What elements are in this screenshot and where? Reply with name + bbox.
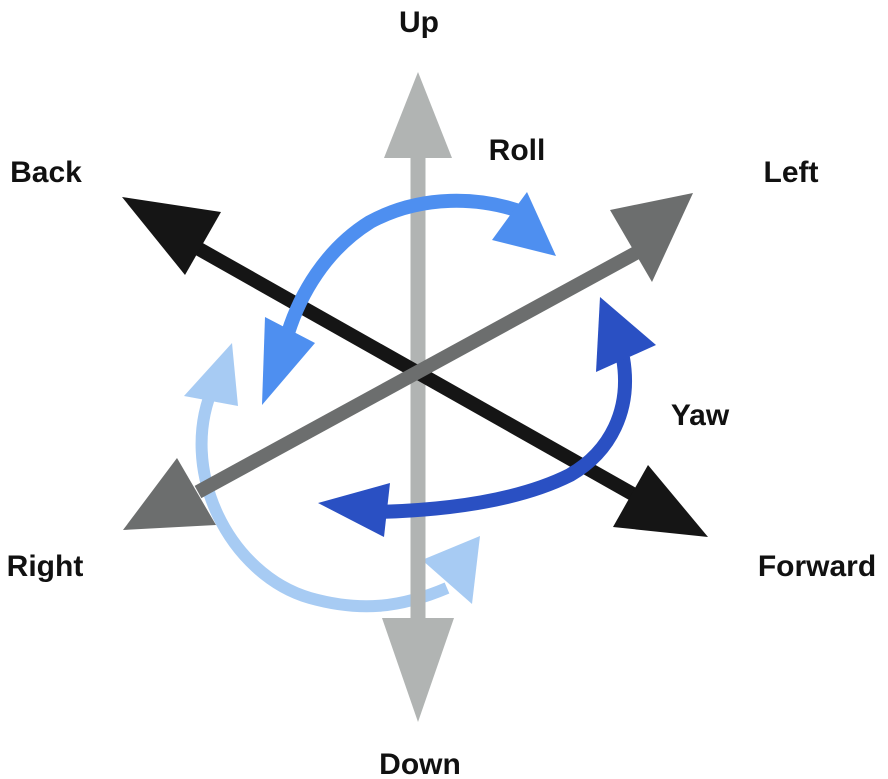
label-forward: Forward bbox=[758, 550, 876, 583]
label-back: Back bbox=[10, 156, 82, 189]
forward-arrowhead bbox=[613, 465, 708, 537]
pitch-arrow bbox=[184, 343, 480, 613]
right-arrowhead bbox=[123, 458, 216, 530]
roll-arrow-head-right bbox=[492, 192, 556, 256]
yaw-arrow-head-top bbox=[596, 297, 656, 372]
down-arrowhead bbox=[382, 618, 454, 722]
label-roll: Roll bbox=[489, 134, 546, 167]
left-right-axis-shaft bbox=[194, 241, 649, 499]
roll-arrow-body bbox=[281, 193, 533, 336]
pitch-arrow-head-top bbox=[184, 343, 238, 406]
label-yaw: Yaw bbox=[671, 399, 730, 432]
roll-arrow-head-left bbox=[262, 317, 315, 405]
left-right-axis bbox=[123, 193, 693, 530]
label-down: Down bbox=[379, 748, 461, 779]
yaw-arrow bbox=[318, 297, 656, 537]
yaw-arrow-body bbox=[377, 356, 632, 519]
roll-arrow bbox=[262, 192, 556, 405]
left-arrowhead bbox=[610, 193, 693, 282]
up-arrowhead bbox=[384, 72, 452, 158]
label-right: Right bbox=[7, 550, 84, 583]
yaw-arrow-head-left bbox=[318, 483, 390, 537]
up-down-axis bbox=[382, 72, 454, 722]
label-left: Left bbox=[764, 156, 819, 189]
back-arrowhead bbox=[122, 197, 221, 275]
pitch-arrow-body bbox=[195, 382, 450, 613]
label-up: Up bbox=[399, 6, 439, 39]
pitch-arrow-head-bottom bbox=[422, 536, 480, 604]
